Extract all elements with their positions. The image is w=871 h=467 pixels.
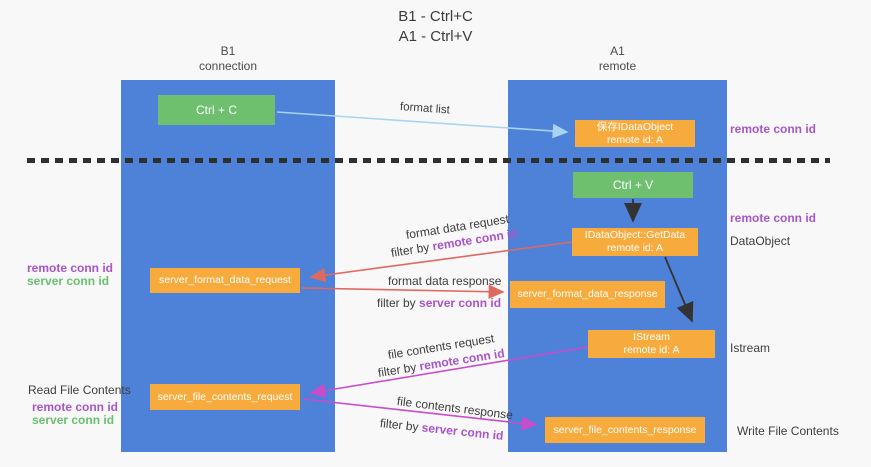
node-save-dataobject-line2: remote id: A xyxy=(606,133,664,146)
node-sfc-response-label: server_file_contents_response xyxy=(553,423,697,436)
node-server-file-contents-request: server_file_contents_request xyxy=(150,384,300,410)
label-istream: Istream xyxy=(730,341,771,355)
label-format-list: format list xyxy=(399,101,451,117)
node-save-dataobject-line1: 保存IDataObject xyxy=(596,120,674,133)
label-file-contents-response: file contents response xyxy=(396,394,514,423)
lane-b1-name: B1 xyxy=(220,44,236,58)
server-conn-id-text: server conn id xyxy=(421,420,505,443)
filter-by-text: filter by xyxy=(376,359,421,380)
node-istream-line2: remote id: A xyxy=(623,344,680,356)
label-format-data-response: format data response xyxy=(388,274,502,288)
node-server-format-data-response: server_format_data_response xyxy=(510,281,665,308)
lane-b1-subtitle: connection xyxy=(198,59,258,73)
node-server-format-data-request: server_format_data_request xyxy=(150,268,300,293)
filter-by-text: filter by xyxy=(379,416,423,435)
node-sfc-request-label: server_file_contents_request xyxy=(157,390,293,403)
label-server-conn-id-left-bottom: server conn id xyxy=(32,413,115,427)
node-idataobject-getdata: IDataObject::GetData remote id: A xyxy=(572,228,698,256)
node-getdata-line2: remote id: A xyxy=(606,242,664,254)
filter-by-text: filter by xyxy=(389,239,434,260)
node-ctrl-v-label: Ctrl + V xyxy=(612,178,654,192)
lane-header-b1: B1 connection xyxy=(121,44,335,74)
node-server-file-contents-response: server_file_contents_response xyxy=(545,417,705,443)
label-remote-conn-id-right-mid: remote conn id xyxy=(730,211,817,225)
node-istream-line1: IStream xyxy=(633,331,670,343)
node-ctrl-v: Ctrl + V xyxy=(573,172,693,198)
label-read-file-contents: Read File Contents xyxy=(28,383,131,397)
lane-header-a1: A1 remote xyxy=(508,44,727,74)
node-getdata-line1: IDataObject::GetData xyxy=(584,229,686,241)
label-dataobject: DataObject xyxy=(730,234,791,248)
lane-a1-name: A1 xyxy=(610,44,625,58)
node-istream: IStream remote id: A xyxy=(588,330,715,358)
node-ctrl-c-label: Ctrl + C xyxy=(195,103,237,117)
lane-a1-subtitle: remote xyxy=(598,59,637,73)
node-ctrl-c: Ctrl + C xyxy=(158,95,275,125)
label-write-file-contents: Write File Contents xyxy=(737,424,839,438)
label-remote-conn-id-left-top: remote conn id xyxy=(27,261,114,275)
label-remote-conn-id-right-top: remote conn id xyxy=(730,122,817,136)
label-server-conn-id-left-top: server conn id xyxy=(27,274,110,288)
diagram-title-line1: B1 - Ctrl+C xyxy=(398,8,473,25)
node-sfd-request-label: server_format_data_request xyxy=(159,274,291,286)
label-filter-server-2: filter by server conn id xyxy=(379,416,504,443)
diagram-title: B1 - Ctrl+C A1 - Ctrl+V xyxy=(0,7,871,47)
node-save-dataobject: 保存IDataObject remote id: A xyxy=(575,120,695,147)
filter-by-text: filter by xyxy=(377,296,420,310)
node-sfd-response-label: server_format_data_response xyxy=(517,288,658,300)
label-remote-conn-id-left-bottom: remote conn id xyxy=(32,400,119,414)
label-filter-server-1: filter by server conn id xyxy=(377,296,501,310)
diagram-title-line2: A1 - Ctrl+V xyxy=(398,28,473,45)
session-divider-dashed-line xyxy=(27,158,830,163)
server-conn-id-text: server conn id xyxy=(419,296,502,310)
